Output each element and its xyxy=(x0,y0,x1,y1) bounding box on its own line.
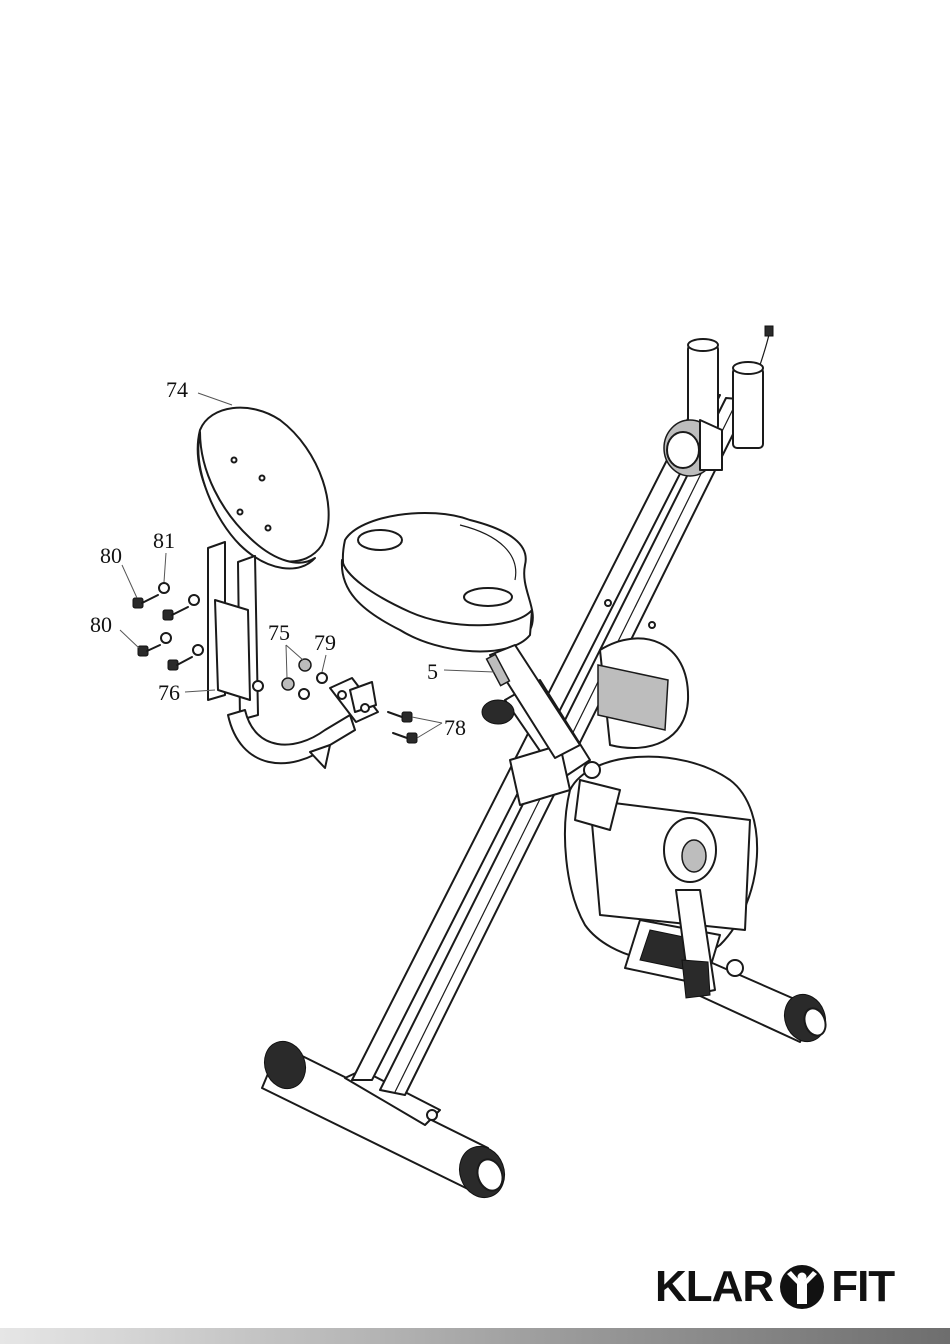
mounting-bracket xyxy=(330,678,378,722)
seat-cushion xyxy=(342,513,533,651)
rear-stabilizer xyxy=(258,1036,512,1204)
bolt-78-upper xyxy=(388,712,412,722)
footer-gradient-bar xyxy=(0,1328,950,1344)
bolt-80-bottom xyxy=(168,657,192,670)
brand-left: KLAR xyxy=(655,1262,773,1312)
label-76: 76 xyxy=(158,680,180,705)
label-79: 79 xyxy=(314,630,336,655)
label-80-lower: 80 xyxy=(90,612,112,637)
label-74: 74 xyxy=(166,377,188,402)
washer-81-upper xyxy=(159,583,169,593)
label-78: 78 xyxy=(444,715,466,740)
label-80-upper: 80 xyxy=(100,543,122,568)
label-75: 75 xyxy=(268,620,290,645)
bolt-78-lower xyxy=(393,733,417,743)
person-in-circle-icon xyxy=(779,1264,825,1310)
label-5: 5 xyxy=(427,659,438,684)
brand-right: FIT xyxy=(831,1262,894,1312)
front-stabilizer xyxy=(698,960,832,1047)
bolt-80-lower xyxy=(138,645,160,656)
bolt-80-mid xyxy=(163,607,188,620)
brand-logo: KLAR FIT xyxy=(655,1262,895,1312)
label-81: 81 xyxy=(153,528,175,553)
backrest-frame xyxy=(208,542,355,768)
